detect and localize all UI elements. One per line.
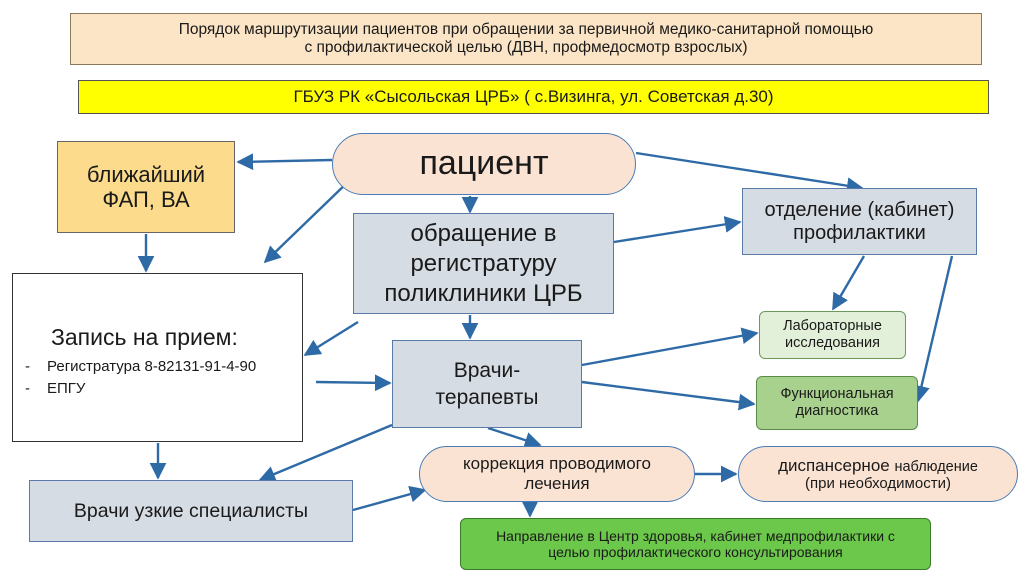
registry-line3: поликлиники ЦРБ	[384, 279, 583, 307]
functional-line1: Функциональная	[780, 386, 894, 403]
dispensary-line2: (при необходимости)	[805, 475, 951, 493]
correction-line2: лечения	[524, 474, 590, 493]
fap-line2: ФАП, ВА	[102, 187, 190, 212]
lab-line2: исследования	[785, 335, 880, 351]
arrow-prevention-to-lab	[831, 255, 866, 311]
arrow-registry-to-prevention	[613, 216, 742, 244]
referral-line1: Направление в Центр здоровья, кабинет ме…	[496, 527, 895, 544]
arrow-registry-to-appointment	[303, 320, 359, 357]
therapists-line1: Врачи-	[453, 358, 521, 382]
arrow-therapists-to-lab	[581, 327, 759, 367]
appointment-item-epgu: ЕПГУ	[25, 380, 256, 398]
therapists-line2: терапевты	[435, 386, 539, 409]
main-title-line2: с профилактической целью (ДВН, профмедос…	[304, 39, 748, 56]
referral-node: Направление в Центр здоровья, кабинет ме…	[460, 518, 931, 570]
arrow-patient-to-fap	[236, 153, 333, 171]
specialists-node: Врачи узкие специалисты	[29, 480, 353, 542]
specialists-label: Врачи узкие специалисты	[73, 499, 309, 522]
patient-node: пациент	[332, 133, 636, 195]
arrow-patient-to-appointment	[263, 179, 351, 264]
appointment-heading: Запись на прием:	[51, 324, 238, 350]
arrow-prevention-to-functional	[913, 255, 954, 403]
registry-line2: регистратуру	[410, 249, 557, 277]
dispensary-line1b: наблюдение	[894, 458, 978, 475]
registry-line1: обращение в	[410, 219, 557, 247]
arrow-specialists-to-correction	[352, 485, 427, 512]
dispensary-line1a: диспансерное	[778, 455, 890, 475]
functional-line2: диагностика	[795, 403, 879, 419]
dispensary-line1: диспансерное наблюдение	[778, 456, 978, 476]
correction-node: коррекция проводимого лечения	[419, 446, 695, 502]
appointment-item-registry: Регистратура 8-82131-91-4-90	[25, 358, 256, 376]
lab-node: Лабораторные исследования	[759, 311, 906, 359]
main-title-line1: Порядок маршрутизации пациентов при обра…	[178, 21, 874, 39]
arrow-appointment-to-therapists	[315, 374, 392, 392]
therapists-node: Врачи- терапевты	[392, 340, 582, 428]
functional-node: Функциональная диагностика	[756, 376, 918, 430]
arrow-patient-to-prevention	[635, 151, 864, 194]
prevention-line1: отделение (кабинет)	[764, 198, 955, 221]
main-title: Порядок маршрутизации пациентов при обра…	[70, 13, 982, 65]
registry-node: обращение в регистратуру поликлиники ЦРБ	[353, 213, 614, 314]
appointment-list: Регистратура 8-82131-91-4-90 ЕПГУ	[13, 358, 256, 401]
prevention-line2: профилактики	[793, 221, 926, 244]
appointment-node: Запись на прием: Регистратура 8-82131-91…	[12, 273, 303, 442]
organization-banner: ГБУЗ РК «Сысольская ЦРБ» ( с.Визинга, ул…	[78, 80, 989, 114]
referral-line2: целью профилактического консультирования	[548, 544, 843, 560]
prevention-node: отделение (кабинет) профилактики	[742, 188, 977, 255]
lab-line1: Лабораторные	[783, 318, 882, 335]
dispensary-node: диспансерное наблюдение (при необходимос…	[738, 446, 1018, 502]
arrow-therapists-to-functional	[581, 380, 756, 411]
arrow-therapists-to-correction	[487, 426, 542, 449]
patient-label: пациент	[419, 144, 549, 183]
fap-line1: ближайший	[86, 161, 206, 187]
organization-name: ГБУЗ РК «Сысольская ЦРБ» ( с.Визинга, ул…	[293, 87, 774, 107]
correction-line1: коррекция проводимого	[463, 454, 651, 474]
fap-node: ближайший ФАП, ВА	[57, 141, 235, 233]
